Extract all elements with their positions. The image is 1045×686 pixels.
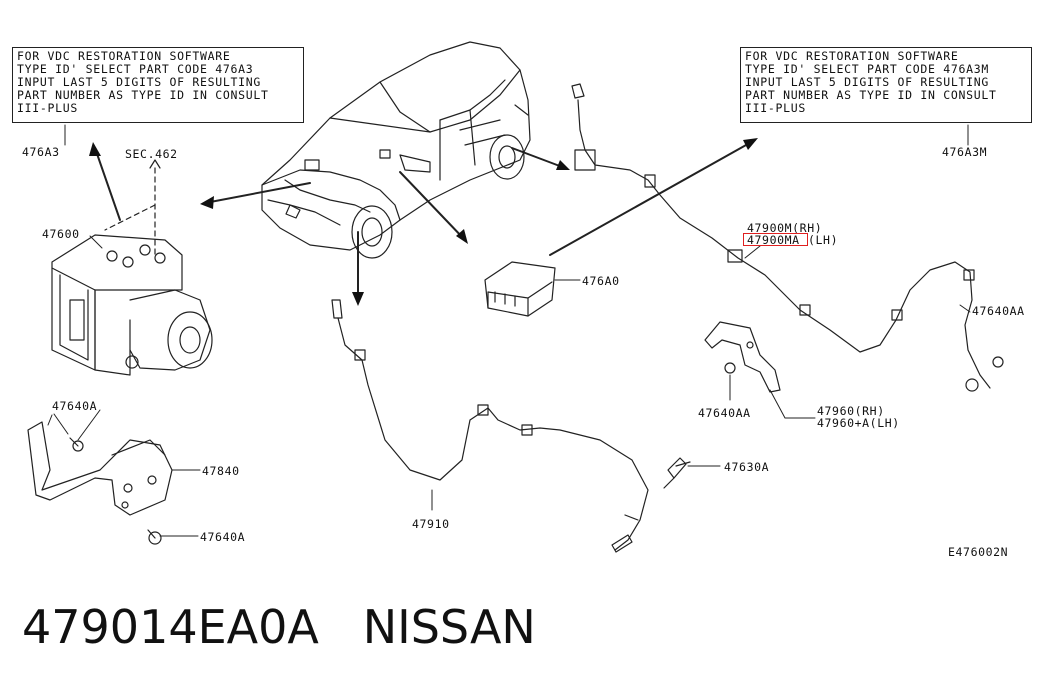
actuator-bracket: [27, 421, 173, 516]
callout-47640aa-right: 47640AA: [972, 304, 1025, 318]
note-line: TYPE ID' SELECT PART CODE 476A3M: [745, 62, 989, 76]
note-line: PART NUMBER AS TYPE ID IN CONSULT: [17, 88, 269, 102]
vehicle-drawing: [261, 41, 531, 259]
callout-47900ma: 47900MA: [747, 233, 800, 247]
callout-lh: (LH): [808, 233, 839, 247]
sensor-module: [484, 261, 556, 317]
vdc-note-right: FOR VDC RESTORATION SOFTWARE TYPE ID' SE…: [740, 47, 1032, 123]
note-line: INPUT LAST 5 DIGITS OF RESULTING: [17, 75, 261, 89]
left-sensor-harness: [331, 299, 649, 553]
callout-sec462: SEC.462: [125, 147, 178, 161]
callout-476a0: 476A0: [582, 274, 620, 288]
callout-47640aa-left: 47640AA: [698, 406, 751, 420]
abs-actuator-unit: [51, 234, 213, 376]
sensor-bracket: [704, 321, 781, 393]
highlight-box: [743, 233, 808, 246]
note-line: TYPE ID' SELECT PART CODE 476A3: [17, 62, 254, 76]
callout-47630a: 47630A: [724, 460, 770, 474]
callout-47900m-rh: 47900M(RH): [747, 221, 823, 235]
callout-476a3: 476A3: [22, 145, 60, 159]
note-line: INPUT LAST 5 DIGITS OF RESULTING: [745, 75, 989, 89]
callout-47960-rh: 47960(RH): [817, 404, 885, 418]
note-line: FOR VDC RESTORATION SOFTWARE: [17, 49, 231, 63]
leader-lines: [64, 124, 971, 537]
wheel-speed-sensor: [663, 457, 691, 489]
bolts: [47, 413, 162, 545]
callout-47640a-lower: 47640A: [200, 530, 246, 544]
direction-arrows: [94, 139, 756, 301]
right-sensor-harness: [571, 83, 1004, 392]
part-number-caption: 479014EA0A NISSAN: [22, 600, 536, 654]
note-line: III-PLUS: [17, 101, 78, 115]
callout-47910: 47910: [412, 517, 450, 531]
callout-47600: 47600: [42, 227, 80, 241]
note-line: III-PLUS: [745, 101, 806, 115]
diagram-id: E476002N: [948, 545, 1009, 559]
note-line: PART NUMBER AS TYPE ID IN CONSULT: [745, 88, 997, 102]
callout-47840: 47840: [202, 464, 240, 478]
callout-47640a-upper: 47640A: [52, 399, 98, 413]
callout-47960a-lh: 47960+A(LH): [817, 416, 900, 430]
vdc-note-left: FOR VDC RESTORATION SOFTWARE TYPE ID' SE…: [12, 47, 304, 123]
note-line: FOR VDC RESTORATION SOFTWARE: [745, 49, 959, 63]
callout-476a3m: 476A3M: [942, 145, 988, 159]
